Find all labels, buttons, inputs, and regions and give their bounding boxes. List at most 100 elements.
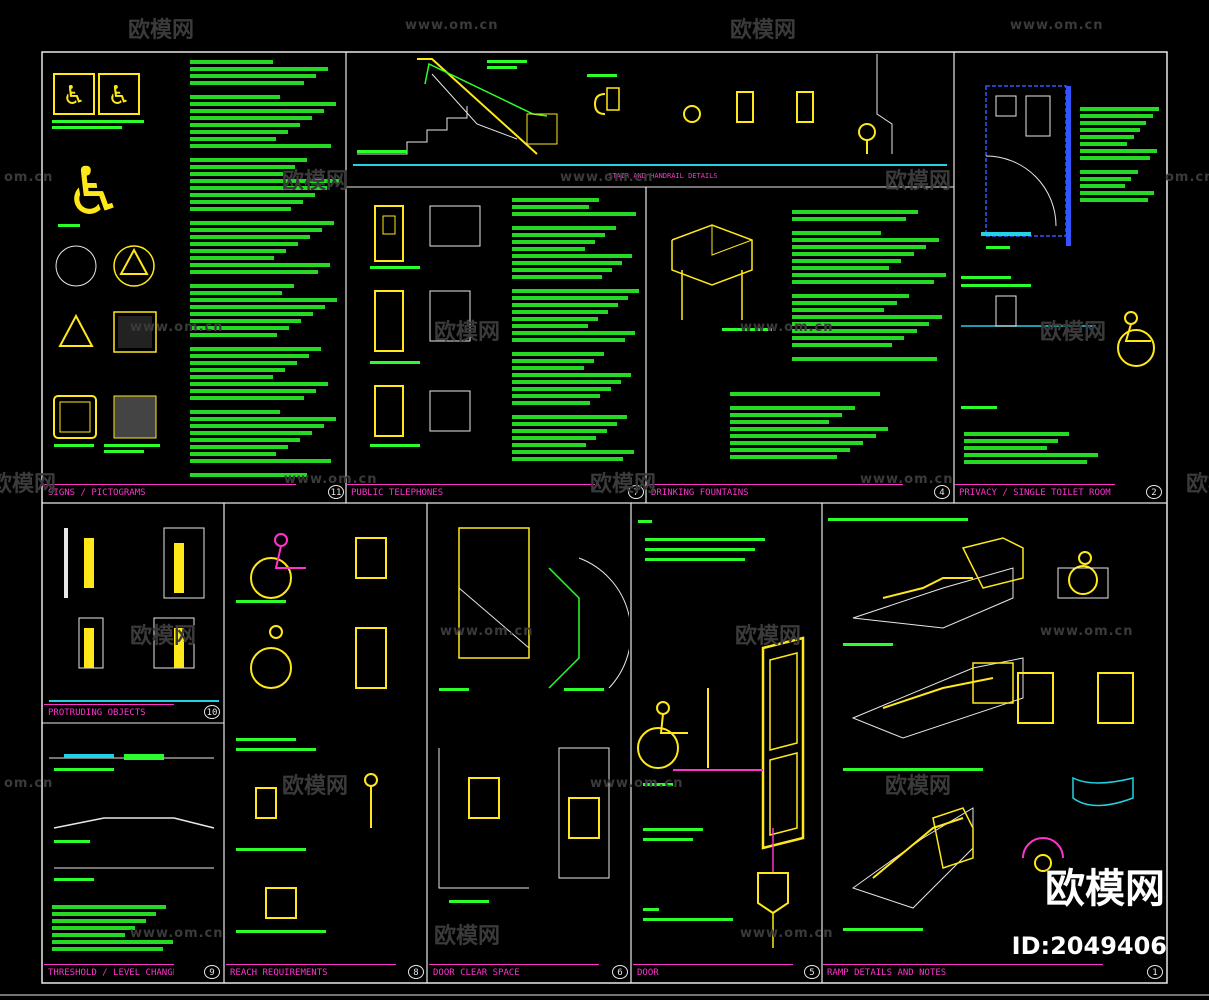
text-line xyxy=(190,291,282,295)
text-line xyxy=(190,228,322,232)
text-line xyxy=(792,259,901,263)
text-line xyxy=(190,116,312,120)
text-line xyxy=(512,205,589,209)
text-line xyxy=(964,439,1058,443)
panel-title-door-clearance: DOOR CLEAR SPACE xyxy=(429,964,599,980)
text-line xyxy=(512,268,612,272)
panel-number-toilet-room: 2 xyxy=(1146,485,1162,499)
text-line xyxy=(792,266,889,270)
text-line xyxy=(730,406,855,410)
text-line xyxy=(512,443,586,447)
text-line xyxy=(190,186,327,190)
text-line xyxy=(512,226,616,230)
text-line xyxy=(52,919,146,923)
panel-number-reach: 8 xyxy=(408,965,424,979)
text-line xyxy=(190,417,336,421)
text-line xyxy=(190,354,309,358)
text-line xyxy=(190,256,274,260)
text-line xyxy=(792,280,934,284)
text-line xyxy=(1080,156,1150,160)
text-line xyxy=(512,401,590,405)
text-line xyxy=(512,450,634,454)
text-line xyxy=(190,459,331,463)
text-line xyxy=(190,179,339,183)
text-line xyxy=(190,438,300,442)
text-line xyxy=(190,452,276,456)
text-line xyxy=(792,357,937,361)
panel-fountains-drawing xyxy=(671,224,772,331)
text-line xyxy=(190,284,294,288)
text-line xyxy=(512,422,617,426)
text-line xyxy=(1080,135,1134,139)
text-line xyxy=(52,926,135,930)
text-line xyxy=(1080,198,1148,202)
panel-title-fountains: DRINKING FOUNTAINS xyxy=(647,484,903,500)
text-line xyxy=(512,198,599,202)
text-line xyxy=(792,315,942,319)
panel-signs-drawing: ♿ ♿ ♿ xyxy=(52,73,160,453)
text-line xyxy=(512,387,611,391)
text-line xyxy=(52,905,166,909)
text-line xyxy=(512,380,621,384)
panel-title-reach: REACH REQUIREMENTS xyxy=(226,964,396,980)
text-line xyxy=(512,275,602,279)
text-line xyxy=(792,273,946,277)
text-line xyxy=(512,296,628,300)
panel-threshold-drawing xyxy=(49,754,215,881)
text-line xyxy=(190,123,300,127)
text-line xyxy=(1080,177,1131,181)
text-line xyxy=(792,217,906,221)
panel-number-door: 5 xyxy=(804,965,820,979)
text-line xyxy=(190,137,276,141)
text-line xyxy=(190,305,325,309)
text-line xyxy=(190,368,285,372)
toilet-room-notes-text xyxy=(1080,100,1160,210)
text-line xyxy=(1080,107,1159,111)
text-line xyxy=(190,81,304,85)
text-line xyxy=(512,254,632,258)
text-line xyxy=(190,95,280,99)
svg-text:♿: ♿ xyxy=(107,81,130,111)
text-line xyxy=(190,235,310,239)
panel-number-threshold: 9 xyxy=(204,965,220,979)
text-line xyxy=(512,303,618,307)
text-line xyxy=(190,221,334,225)
text-line xyxy=(730,434,876,438)
panel-title-signs: SIGNS / PICTOGRAMS xyxy=(44,484,296,500)
text-line xyxy=(190,347,321,351)
text-line xyxy=(964,460,1087,464)
svg-text:♿: ♿ xyxy=(64,153,123,230)
panel-title-threshold: THRESHOLD / LEVEL CHANGES xyxy=(44,964,174,980)
text-line xyxy=(190,200,303,204)
text-line xyxy=(190,396,304,400)
toilet-room-notes-text-2 xyxy=(964,432,1104,472)
text-line xyxy=(52,940,173,944)
text-line xyxy=(190,207,291,211)
text-line xyxy=(190,319,301,323)
text-line xyxy=(190,109,324,113)
panel-title-toilet-room: PRIVACY / SINGLE TOILET ROOM xyxy=(955,484,1115,500)
text-line xyxy=(190,326,289,330)
panel-title-ramp: RAMP DETAILS AND NOTES xyxy=(823,964,1103,980)
panel-number-fountains: 4 xyxy=(934,485,950,499)
panel-number-door-clearance: 6 xyxy=(612,965,628,979)
svg-text:♿: ♿ xyxy=(62,81,85,111)
text-line xyxy=(512,212,636,216)
text-line xyxy=(190,242,298,246)
text-line xyxy=(730,448,850,452)
text-line xyxy=(190,158,307,162)
text-line xyxy=(1080,128,1140,132)
panel-title-door: DOOR xyxy=(633,964,793,980)
text-line xyxy=(190,410,280,414)
text-line xyxy=(792,336,904,340)
threshold-notes-text xyxy=(52,905,182,955)
text-line xyxy=(512,310,608,314)
text-line xyxy=(964,446,1047,450)
text-line xyxy=(512,233,605,237)
text-line xyxy=(1080,121,1146,125)
text-line xyxy=(190,74,316,78)
text-line xyxy=(190,67,328,71)
text-line xyxy=(190,375,273,379)
